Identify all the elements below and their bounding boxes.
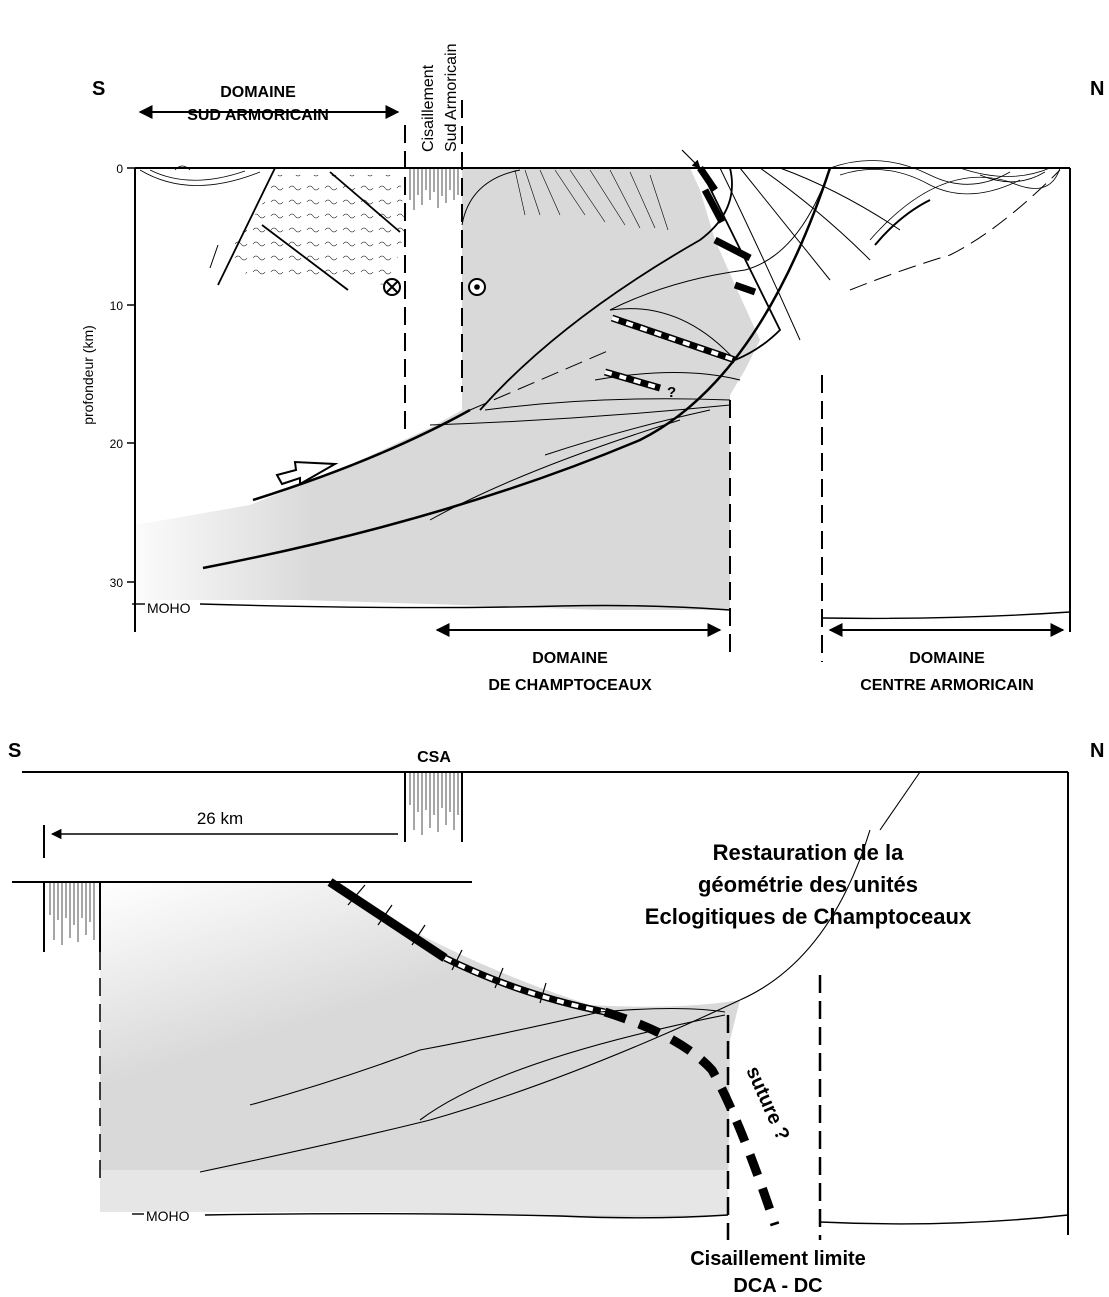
eclogite-slabs: [697, 166, 757, 296]
csa-block-bottom: [404, 772, 463, 842]
csa-shear-zone-top: [409, 168, 459, 210]
suture-line: [603, 1007, 780, 1227]
restoration-line1: Restauration de la: [713, 840, 904, 865]
shear-label-line2: Sud Armoricain: [443, 44, 460, 153]
csa-label: CSA: [417, 749, 451, 766]
depth-axis-label: profondeur (km): [80, 325, 96, 425]
domain-champ-line2: DE CHAMPTOCEAUX: [488, 677, 652, 694]
domain-centre-line2: CENTRE ARMORICAIN: [860, 677, 1034, 694]
shear-limit-line2: DCA - DC: [733, 1275, 822, 1297]
suture-label: suture ?: [741, 1063, 793, 1144]
north-label-bottom: N: [1090, 740, 1104, 762]
csa-block-restored: [43, 882, 101, 952]
south-label-bottom: S: [8, 740, 21, 762]
moho-line-top: [199, 603, 731, 611]
bottom-restored-section: 26 km MOHO S N CSA: [8, 740, 1104, 1297]
south-label-top: S: [92, 78, 105, 100]
thrust-arrow: [275, 460, 339, 486]
lower-crust-fade: [135, 480, 735, 610]
schist-region: [230, 175, 405, 285]
domain-centre-line1: DOMAINE: [909, 650, 985, 667]
depth-tick-10: 10: [110, 299, 124, 313]
top-cross-section: 0 10 20 30 profondeur (km): [80, 44, 1104, 695]
restoration-line2: géométrie des unités: [698, 872, 918, 897]
offset-label: 26 km: [197, 809, 243, 828]
shear-label-line1: Cisaillement: [420, 64, 437, 152]
domain-sud-line1: DOMAINE: [220, 84, 296, 101]
moho-label-bottom: MOHO: [146, 1208, 190, 1224]
domain-sud-line2: SUD ARMORICAIN: [187, 107, 329, 124]
depth-tick-30: 30: [110, 576, 124, 590]
shear-limit-line1: Cisaillement limite: [690, 1248, 866, 1270]
moho-label-top: MOHO: [147, 600, 191, 616]
shear-sense-symbols: [383, 278, 486, 296]
major-thrust-top: [202, 167, 832, 570]
moho-line-bottom: [204, 1213, 729, 1219]
depth-tick-0: 0: [116, 162, 123, 176]
depth-tick-20: 20: [110, 437, 124, 451]
question-mark-top: ?: [667, 384, 676, 401]
restoration-line3: Eclogitiques de Champtoceaux: [645, 904, 972, 929]
domain-champ-line1: DOMAINE: [532, 650, 608, 667]
depth-axis: 0 10 20 30 profondeur (km): [80, 162, 135, 590]
north-label-top: N: [1090, 78, 1104, 100]
